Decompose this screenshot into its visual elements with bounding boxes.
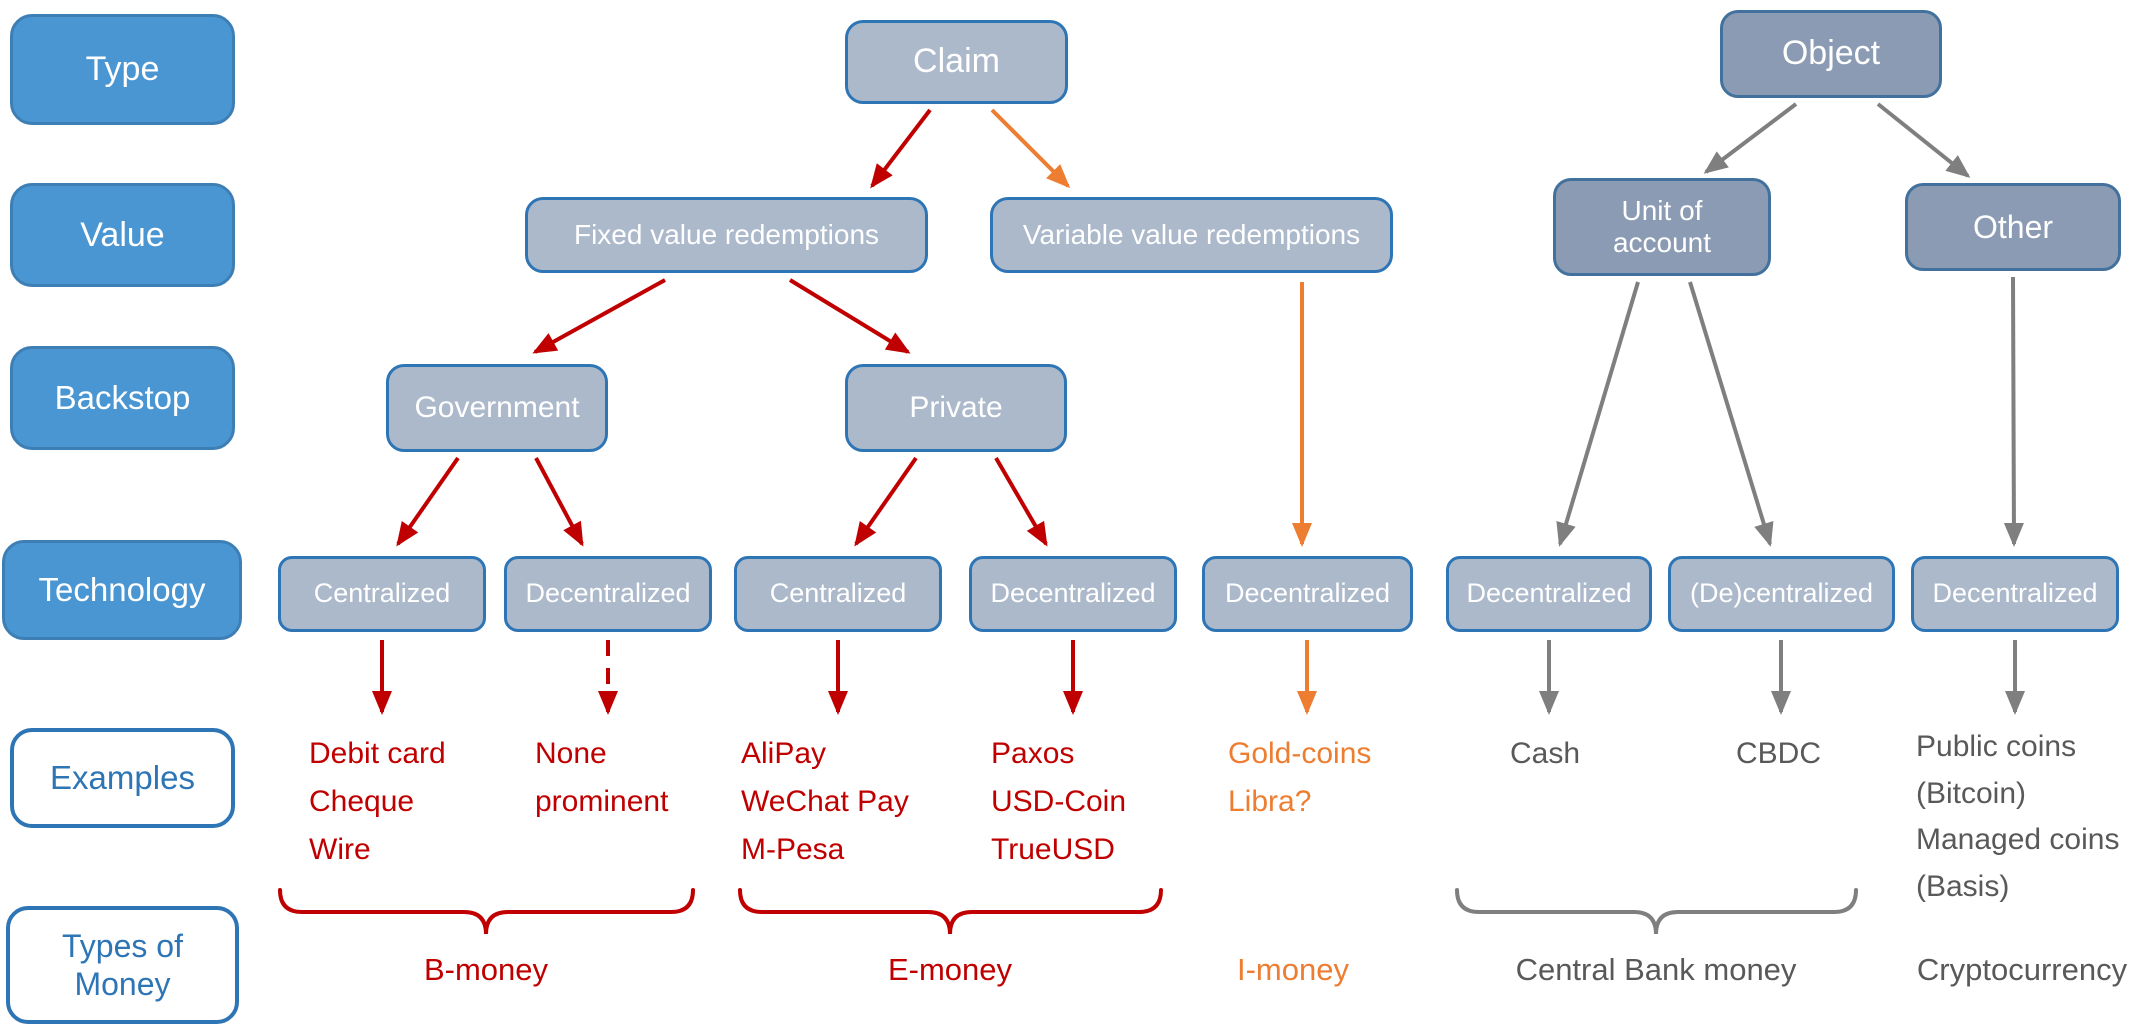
examples-b-money-decentralized: None prominent: [535, 737, 669, 818]
examples-b-money-centralized: Debit card Cheque Wire: [309, 737, 446, 866]
node-unit-of-account: Unit of account: [1553, 178, 1771, 276]
arrow-government-to-centralized: [396, 456, 460, 547]
arrow-claim-to-variable: [990, 108, 1071, 189]
arrow-government-to-decentralized: [534, 457, 584, 547]
money-type-i-money: I-money: [1237, 952, 1349, 987]
arrow-object-to-other: [1876, 102, 1971, 178]
arrow-private-to-centralized: [854, 456, 918, 547]
arrow-object-to-unit-of-account: [1703, 102, 1798, 174]
arrow-other-to-decentralized: [2003, 276, 2024, 547]
node-tech-decentralized-crypto: Decentralized: [1911, 556, 2119, 632]
node-tech-decentralized-government: Decentralized: [504, 556, 712, 632]
node-tech-decentralized-cash: Decentralized: [1446, 556, 1652, 632]
row-label-examples: Examples: [10, 728, 235, 828]
node-private: Private: [845, 364, 1067, 452]
node-claim: Claim: [845, 20, 1068, 104]
examples-cbdc: CBDC: [1736, 737, 1822, 770]
money-type-central-bank-money: Central Bank money: [1515, 952, 1797, 987]
node-tech-centralized-private: Centralized: [734, 556, 942, 632]
money-type-cryptocurrency: Cryptocurrency: [1916, 952, 2128, 987]
node-fixed-value-redemptions: Fixed value redemptions: [525, 197, 928, 273]
examples-i-money: Gold-coins Libra?: [1228, 737, 1372, 818]
brace-central-bank-money: [1455, 888, 1858, 935]
node-tech-centralized-government: Centralized: [278, 556, 486, 632]
node-tech-decentralized-private: Decentralized: [969, 556, 1177, 632]
brace-b-money: [278, 888, 695, 935]
examples-cash: Cash: [1510, 737, 1581, 770]
row-label-value: Value: [10, 183, 235, 287]
arrow-unit-to-de-centralized: [1688, 281, 1774, 547]
arrow-private-to-decentralized: [994, 456, 1048, 547]
node-other: Other: [1905, 183, 2121, 271]
examples-cryptocurrency: Public coins (Bitcoin) Managed coins (Ba…: [1916, 730, 2120, 903]
arrow-claim-to-fixed: [870, 108, 932, 189]
money-type-b-money: B-money: [423, 952, 549, 987]
node-tech-de-centralized-cbdc: (De)centralized: [1668, 556, 1895, 632]
node-variable-value-redemptions: Variable value redemptions: [990, 197, 1393, 273]
arrow-fixed-to-private: [788, 278, 911, 354]
row-label-types-of-money: Types of Money: [6, 906, 239, 1024]
brace-e-money: [738, 888, 1163, 935]
examples-e-money-centralized: AliPay WeChat Pay M-Pesa: [741, 737, 909, 866]
money-type-e-money: E-money: [887, 952, 1013, 987]
row-label-technology: Technology: [2, 540, 242, 640]
row-label-backstop: Backstop: [10, 346, 235, 450]
node-object: Object: [1720, 10, 1942, 98]
examples-e-money-decentralized: Paxos USD-Coin TrueUSD: [991, 737, 1127, 866]
node-government: Government: [386, 364, 608, 452]
row-label-type: Type: [10, 14, 235, 125]
node-tech-decentralized-imoney: Decentralized: [1202, 556, 1413, 632]
arrow-unit-to-decentralized: [1556, 281, 1640, 547]
arrow-fixed-to-government: [532, 278, 666, 354]
